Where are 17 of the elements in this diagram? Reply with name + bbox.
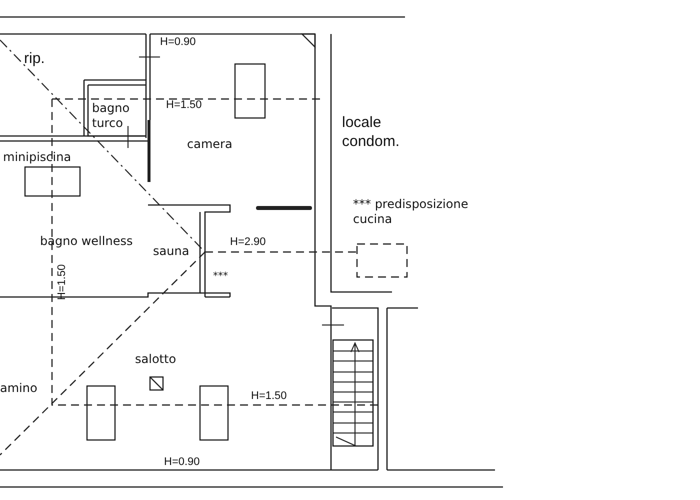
- room-label: bagno wellness: [40, 234, 133, 249]
- room-label: salotto: [135, 352, 176, 367]
- room-label: H=1.50: [166, 99, 202, 113]
- room-label: rip.: [24, 50, 45, 69]
- room-label: H=0.90: [164, 456, 200, 470]
- height-label: H=1.50: [56, 264, 69, 300]
- room-label: *** predisposizione cucina: [353, 197, 470, 227]
- room-label: amino: [0, 381, 38, 396]
- room-label: camera: [187, 137, 232, 152]
- room-label: H=0.90: [160, 36, 196, 50]
- room-label: ***: [213, 271, 228, 284]
- room-label: locale condom.: [342, 114, 401, 152]
- room-label: H=1.50: [251, 390, 287, 404]
- room-label: bagno turco: [92, 101, 131, 131]
- room-label: sauna: [153, 244, 190, 259]
- room-label: H=2.90: [230, 236, 266, 250]
- room-label: minipiscina: [3, 150, 72, 165]
